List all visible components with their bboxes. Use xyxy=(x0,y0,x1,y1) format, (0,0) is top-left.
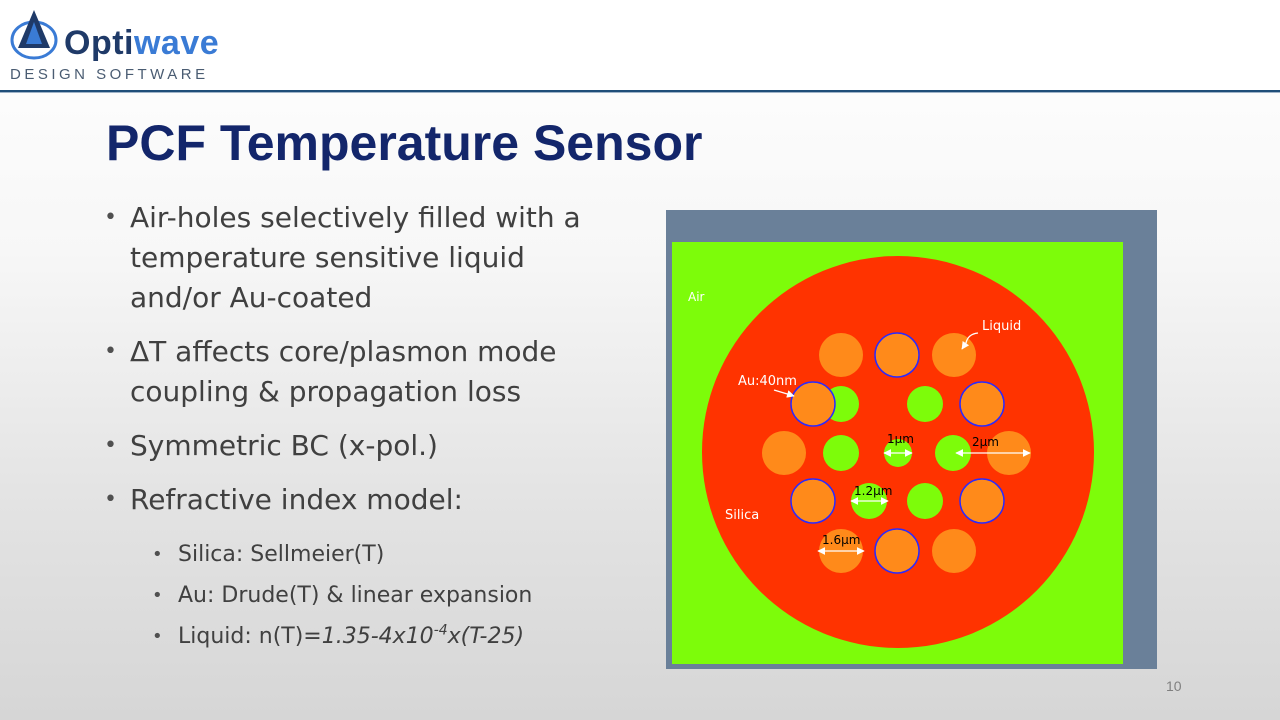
au-coated-hole xyxy=(874,528,920,574)
optiwave-logo: Optiwave DESIGN SOFTWARE xyxy=(8,4,228,86)
air-hole xyxy=(907,483,943,519)
sub-bullet-liquid: Liquid: n(T)=1.35-4x10-4x(T-25) xyxy=(152,616,624,657)
sub-bullet-au: Au: Drude(T) & linear expansion xyxy=(152,575,624,616)
liquid-formula-exponent: -4 xyxy=(433,622,448,639)
label-liquid: Liquid xyxy=(982,319,1021,334)
optiwave-logo-icon xyxy=(10,10,58,60)
pcf-cross-section-figure: Air Silica Liquid Au:40nm 1µm 2µm 1.2µm … xyxy=(666,210,1157,669)
logo-wordmark: Optiwave xyxy=(64,24,219,63)
label-dim-1um: 1µm xyxy=(887,432,914,446)
au-coated-hole xyxy=(790,381,836,427)
slide-title: PCF Temperature Sensor xyxy=(106,115,703,171)
label-au: Au:40nm xyxy=(738,374,797,389)
au-coated-hole xyxy=(790,478,836,524)
liquid-formula-a: 1.35-4x10 xyxy=(321,624,434,649)
bullet-list: Air-holes selectively filled with a temp… xyxy=(104,198,624,657)
label-air: Air xyxy=(688,290,705,304)
liquid-hole xyxy=(762,431,806,475)
label-silica: Silica xyxy=(725,508,759,523)
liquid-pointer-arrow xyxy=(961,332,979,350)
liquid-formula-b: x(T-25) xyxy=(447,624,525,649)
header-bar: Optiwave DESIGN SOFTWARE xyxy=(0,0,1280,92)
liquid-formula: 1.35-4x10-4x(T-25) xyxy=(322,624,524,649)
bullet-refractive-index-model: Refractive index model: xyxy=(104,480,624,520)
bullet-symmetric-bc: Symmetric BC (x-pol.) xyxy=(104,426,624,466)
air-hole xyxy=(823,435,859,471)
liquid-hole xyxy=(819,333,863,377)
logo-text-main: Opti xyxy=(64,24,134,62)
bullet-air-holes: Air-holes selectively filled with a temp… xyxy=(104,198,624,318)
au-coated-holes-group xyxy=(790,332,1005,574)
air-hole xyxy=(935,435,971,471)
label-dim-2um: 2µm xyxy=(972,435,999,449)
logo-tagline: DESIGN SOFTWARE xyxy=(10,66,209,83)
liquid-hole xyxy=(932,333,976,377)
sub-bullet-silica: Silica: Sellmeier(T) xyxy=(152,534,624,575)
label-dim-1-6um: 1.6µm xyxy=(822,533,860,547)
label-dim-1-2um: 1.2µm xyxy=(854,484,892,498)
sub-bullet-list: Silica: Sellmeier(T) Au: Drude(T) & line… xyxy=(104,534,624,657)
au-pointer-arrow xyxy=(773,389,795,398)
liquid-label: Liquid: n(T)= xyxy=(178,624,322,649)
au-coated-hole xyxy=(874,332,920,378)
liquid-hole xyxy=(932,529,976,573)
logo-text-accent: wave xyxy=(133,24,220,62)
air-hole xyxy=(907,386,943,422)
au-coated-hole xyxy=(959,478,1005,524)
au-coated-hole xyxy=(959,381,1005,427)
bullet-delta-t: ΔT affects core/plasmon mode coupling & … xyxy=(104,332,624,412)
page-number: 10 xyxy=(1166,678,1182,694)
